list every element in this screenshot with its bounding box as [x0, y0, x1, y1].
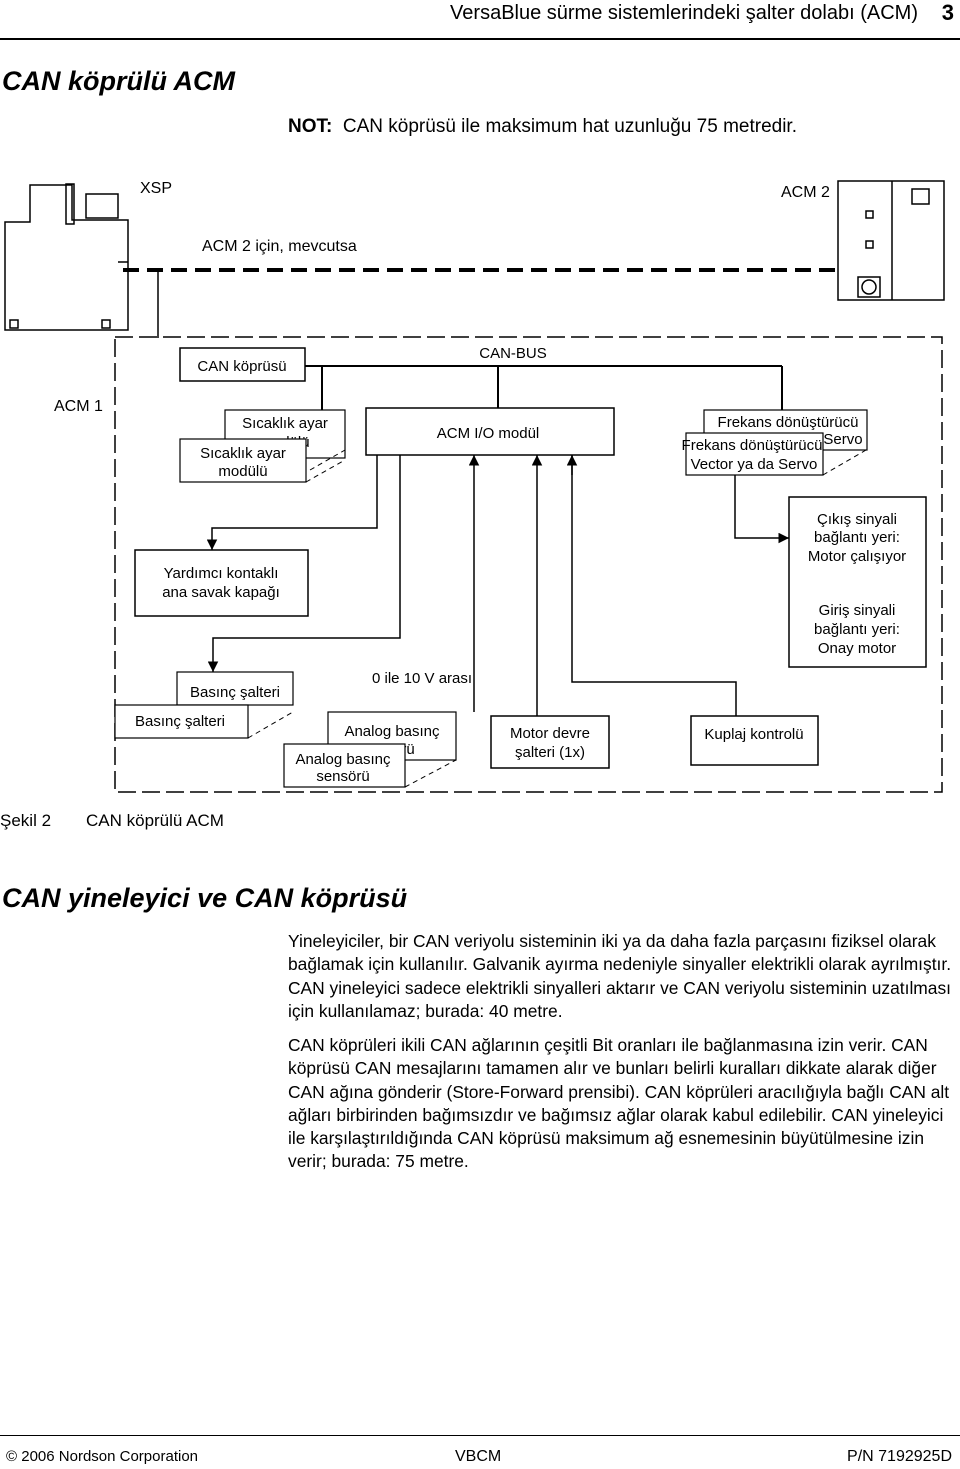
output-signal-line2: bağlantı yeri: [814, 529, 900, 546]
fc-front-line2: Vector ya da Servo [691, 456, 818, 473]
input-signal-line1: Giriş sinyali [819, 602, 896, 619]
aps-front-line1: Analog basınç [295, 751, 391, 768]
fc-back-line1: Frekans dönüştürücü [718, 414, 859, 431]
valve-box [134, 549, 309, 617]
valve-line1: Yardımcı kontaklı [164, 565, 279, 582]
pressure-switch-front-label: Basınç şalteri [135, 713, 225, 730]
wiring-diagram: XSP ACM 2 ACM 2 için, mevcutsa ACM 1 CAN… [4, 180, 945, 793]
xsp-label: XSP [140, 180, 172, 197]
motor-switch-line2: şalteri (1x) [515, 744, 585, 761]
page-number: 3 [941, 0, 954, 25]
acm2-label: ACM 2 [781, 184, 830, 201]
motor-switch-box [490, 715, 610, 769]
input-signal-line2: bağlantı yeri: [814, 621, 900, 638]
coupling-label: Kuplaj kontrolü [704, 726, 803, 743]
temp-front-line2: modülü [218, 463, 267, 480]
acm1-label: ACM 1 [54, 398, 103, 415]
aps-back-line1: Analog basınç [344, 723, 440, 740]
pressure-switch-back-label: Basınç şalteri [190, 684, 280, 701]
acm1-enclosure [114, 336, 943, 793]
input-signal-line3: Onay motor [818, 640, 896, 657]
pressure-switch-back [176, 671, 294, 706]
header-rule [0, 38, 960, 40]
fc-back-line2: Servo [823, 431, 862, 448]
paragraph-repeater: Yineleyiciler, bir CAN veriyolu sistemin… [288, 931, 952, 1021]
ps-stack-dash [247, 711, 294, 739]
note-text: CAN köprüsü ile maksimum hat uzunluğu 75… [342, 116, 797, 137]
output-signal-line3: Motor çalışıyor [808, 548, 906, 565]
aps-stack-dash [404, 759, 457, 788]
footer-rule [0, 1435, 960, 1436]
footer-center: VBCM [455, 1448, 502, 1465]
temp-front-line1: Sıcaklık ayar [200, 445, 286, 462]
xsp-machine-outline [4, 183, 129, 331]
figure-caption: CAN köprülü ACM [86, 811, 224, 830]
coupling-box [690, 715, 819, 766]
aps-front [283, 743, 406, 788]
fc-module-front [685, 432, 824, 476]
can-bus-drops [321, 366, 783, 410]
valve-line2: ana savak kapağı [162, 584, 280, 601]
note: NOT: CAN köprüsü ile maksimum hat uzunlu… [288, 116, 797, 138]
copyright-text: 2006 Nordson Corporation [21, 1448, 199, 1465]
output-signal-line1: Çıkış sinyali [817, 511, 897, 528]
can-bridge-label: CAN köprüsü [197, 358, 286, 375]
temp-module-front [179, 438, 307, 483]
io-module-label: ACM I/O modül [437, 425, 540, 442]
signal-box [788, 496, 927, 668]
note-label: NOT: [288, 116, 333, 137]
footer-copyright: © 2006 Nordson Corporation [6, 1448, 198, 1465]
section-title-can-repeater: CAN yineleyici ve CAN köprüsü [2, 883, 408, 913]
paragraph-bridge: CAN köprüleri ikili CAN ağlarının çeşitl… [288, 1035, 950, 1172]
footer-part-number: P/N 7192925D [847, 1448, 952, 1465]
running-header-title: VersaBlue sürme sistemlerindeki şalter d… [450, 2, 918, 24]
connection-lines [206, 455, 789, 716]
copyright-icon: © [6, 1448, 18, 1465]
motor-switch-line1: Motor devre [510, 725, 590, 742]
fc-front-line1: Frekans dönüştürücü [682, 437, 823, 454]
can-bridge-box [179, 347, 306, 382]
fc-stack-dash [822, 449, 867, 476]
acm2-cabinet-outline [837, 180, 945, 301]
aps-front-line2: sensörü [316, 768, 369, 785]
pressure-switch-front [114, 704, 249, 739]
section-title-can-bridge-acm: CAN köprülü ACM [2, 66, 235, 96]
temp-stack-dash [305, 459, 346, 483]
io-module-box [365, 407, 615, 456]
acm2-optional-label: ACM 2 için, mevcutsa [202, 238, 357, 255]
voltage-range-label: 0 ile 10 V arası [372, 670, 472, 687]
can-bus-label: CAN-BUS [479, 345, 547, 362]
temp-back-line1: Sıcaklık ayar [242, 415, 328, 432]
figure-label: Şekil 2 [0, 811, 52, 830]
